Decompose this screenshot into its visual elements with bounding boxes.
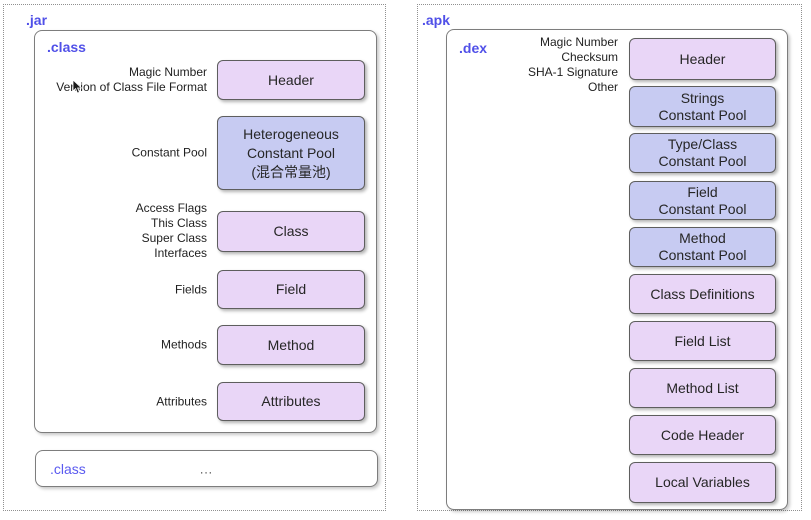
annotation-magic-number-version: Magic Number Version of Class File Forma… bbox=[56, 65, 207, 94]
class-file-box: .class Magic Number Version of Class Fil… bbox=[34, 30, 377, 433]
node-field-constant-pool: Field Constant Pool bbox=[629, 181, 776, 220]
annotation-dex-header: Magic Number Checksum SHA-1 Signature Ot… bbox=[527, 35, 618, 94]
node-dex-header: Header bbox=[629, 38, 776, 80]
jar-label: .jar bbox=[26, 12, 48, 28]
dex-file-box: .dex Magic Number Checksum SHA-1 Signatu… bbox=[446, 29, 788, 510]
jar-panel: .jar .class Magic Number Version of Clas… bbox=[3, 4, 386, 511]
annotation-methods: Methods bbox=[160, 337, 207, 352]
annotation-access-flags: Access Flags This Class Super Class Inte… bbox=[135, 201, 207, 260]
node-method-list: Method List bbox=[629, 368, 776, 408]
annotation-constant-pool: Constant Pool bbox=[131, 145, 207, 160]
node-method: Method bbox=[217, 325, 365, 365]
class-file-more-label: .class bbox=[50, 460, 86, 477]
node-heterogeneous-constant-pool: Heterogeneous Constant Pool (混合常量池) bbox=[217, 116, 365, 190]
node-code-header: Code Header bbox=[629, 415, 776, 455]
node-type-class-constant-pool: Type/Class Constant Pool bbox=[629, 133, 776, 173]
dex-file-label: .dex bbox=[459, 40, 488, 56]
annotation-fields: Fields bbox=[174, 282, 207, 297]
annotation-attributes: Attributes bbox=[156, 394, 207, 409]
node-method-constant-pool: Method Constant Pool bbox=[629, 227, 776, 267]
class-file-label: .class bbox=[47, 39, 86, 55]
node-header: Header bbox=[217, 60, 365, 100]
node-field: Field bbox=[217, 270, 365, 309]
node-class: Class bbox=[217, 211, 365, 252]
ellipsis-text: ... bbox=[199, 462, 213, 477]
node-strings-constant-pool: Strings Constant Pool bbox=[629, 86, 776, 127]
apk-label: .apk bbox=[422, 12, 451, 28]
node-field-list: Field List bbox=[629, 321, 776, 361]
node-class-definitions: Class Definitions bbox=[629, 274, 776, 314]
apk-panel: .apk .dex Magic Number Checksum SHA-1 Si… bbox=[417, 4, 802, 511]
node-local-variables: Local Variables bbox=[629, 462, 776, 503]
class-file-more-box: .class ... bbox=[35, 450, 378, 487]
node-attributes: Attributes bbox=[217, 382, 365, 421]
